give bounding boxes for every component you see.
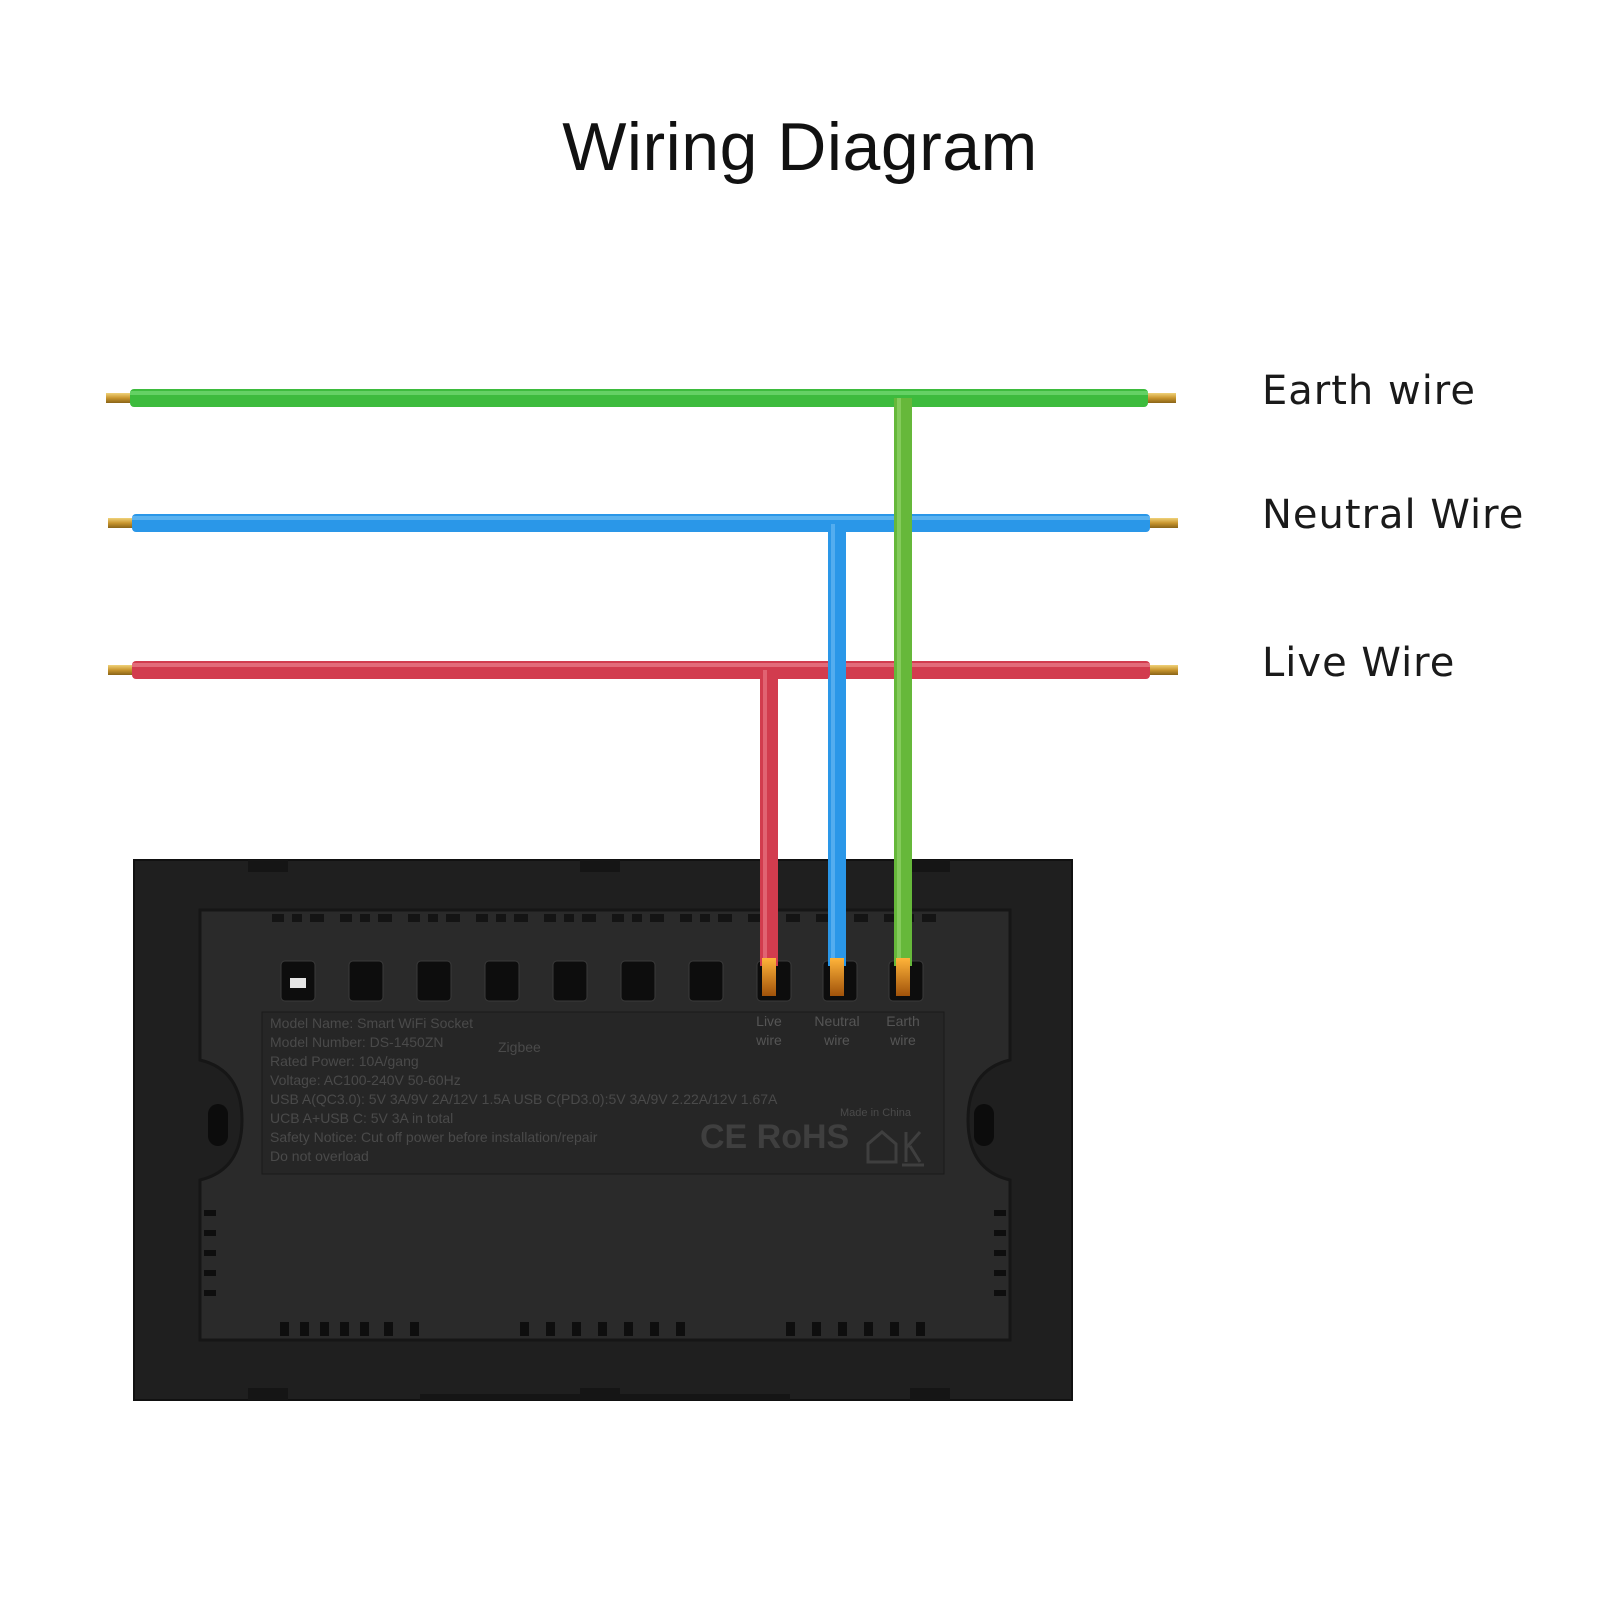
- top-vent-slots: [272, 914, 936, 922]
- terminal-copper-ends: [762, 958, 910, 996]
- spec-line: Model Name: Smart WiFi Socket: [270, 1015, 474, 1031]
- bottom-vent-slots: [204, 1210, 1006, 1336]
- diagram-title: Wiring Diagram: [562, 109, 1038, 185]
- spec-line: Model Number: DS-1450ZN: [270, 1034, 444, 1050]
- earth-wire: [106, 389, 1176, 407]
- terminal-row: [280, 960, 924, 1002]
- live-wire: [108, 661, 1178, 679]
- terminal-label-live: Live wire: [756, 1013, 782, 1048]
- socket-back-plate: [133, 859, 1073, 1401]
- certification-icons: [866, 1130, 924, 1167]
- live-wire-label: Live Wire: [1262, 640, 1456, 686]
- earth-branch-wire: [894, 398, 912, 966]
- made-in-label: Made in China: [840, 1107, 911, 1119]
- spec-line: Rated Power: 10A/gang: [270, 1053, 419, 1069]
- terminal-label-neutral: Neutral wire: [814, 1013, 860, 1048]
- spec-line: Do not overload: [270, 1148, 369, 1164]
- spec-label: Model Name: Smart WiFi Socket Model Numb…: [270, 1014, 777, 1166]
- spec-line: UCB A+USB C: 5V 3A in total: [270, 1110, 454, 1126]
- earth-wire-label: Earth wire: [1262, 368, 1476, 414]
- live-branch-wire: [760, 670, 778, 966]
- spec-line: Safety Notice: Cut off power before inst…: [270, 1129, 598, 1145]
- neutral-wire: [108, 514, 1178, 532]
- spec-line: USB A(QC3.0): 5V 3A/9V 2A/12V 1.5A USB C…: [270, 1091, 778, 1107]
- zigbee-label: Zigbee: [498, 1039, 541, 1055]
- terminal-label-earth: Earth wire: [886, 1013, 920, 1048]
- neutral-wire-label: Neutral Wire: [1262, 492, 1525, 538]
- cert-label: CE RoHS: [700, 1118, 850, 1156]
- spec-line: Voltage: AC100-240V 50-60Hz: [270, 1072, 461, 1088]
- neutral-branch-wire: [828, 524, 846, 966]
